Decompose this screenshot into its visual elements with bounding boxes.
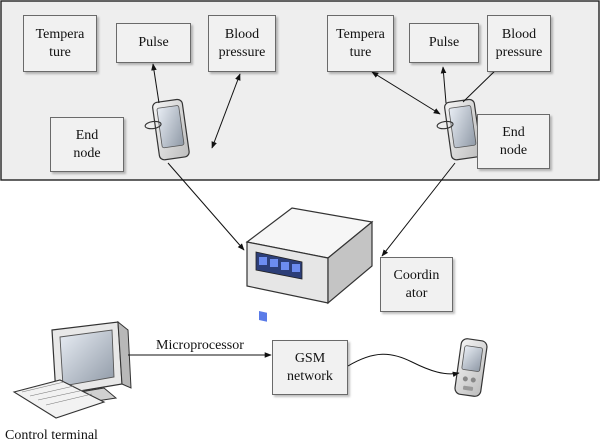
pulse-label: Pulse [428,35,460,50]
end-node-label: End node [73,127,101,161]
computer-icon [12,320,132,419]
pulse-sensor-box: Pulse [409,23,479,63]
blood-pressure-label: Blood pressure [495,26,543,60]
link-gsm-to-phone [347,353,460,378]
arrow-pulse-left [151,63,160,104]
coordinator-label: Coordin ator [393,267,440,301]
temperature-label: Tempera ture [35,26,85,60]
gsm-network-label: GSM network [287,350,333,384]
arrow-bp-left [211,73,241,149]
coordinator-box: Coordin ator [380,257,453,312]
arrow-bp-right [462,65,501,103]
mobile-phone-icon [454,338,488,397]
control-terminal-label: Control terminal [5,428,98,443]
microprocessor-label: Microprocessor [156,338,244,353]
coordinator-server-icon [245,207,374,322]
blood-pressure-label: Blood pressure [218,26,266,60]
arrow-pulse-right [440,66,447,104]
end-node-box: End node [50,117,124,172]
handheld-device-icon [144,98,190,161]
blood-pressure-sensor-box: Blood pressure [208,15,276,72]
pulse-sensor-box: Pulse [116,23,191,63]
arrow-left-to-coordinator [167,162,245,251]
temperature-sensor-box: Tempera ture [327,15,394,72]
arrow-temp-right [371,71,441,115]
temperature-label: Tempera ture [336,26,385,60]
blood-pressure-sensor-box: Blood pressure [487,15,551,72]
end-node-box: End node [477,114,550,169]
end-node-label: End node [499,124,528,158]
temperature-sensor-box: Tempera ture [23,15,97,72]
gsm-network-box: GSM network [272,340,348,395]
arrow-right-to-coordinator [381,162,456,257]
pulse-label: Pulse [138,35,169,50]
